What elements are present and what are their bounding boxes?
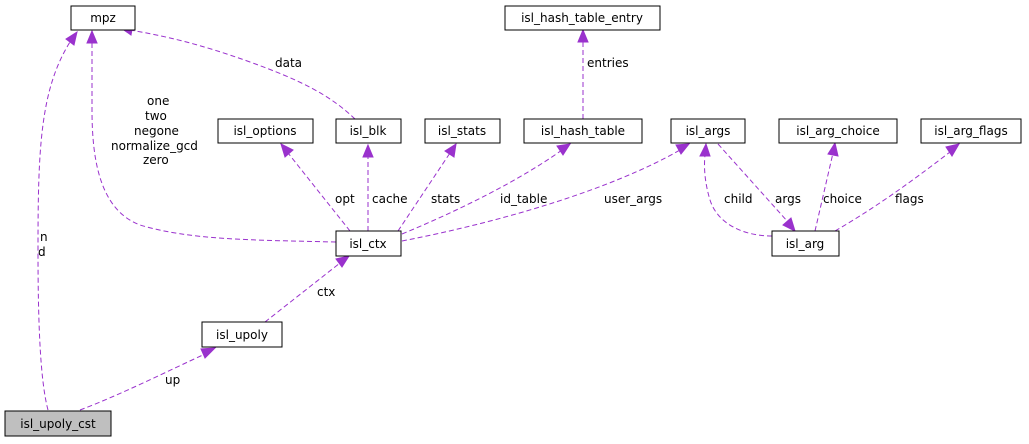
edge-arg-to-choice: choice [814,141,862,232]
edge-label-one: one [147,94,169,108]
node-isl-options[interactable]: isl_options [217,118,314,144]
node-label-isl-upoly-cst: isl_upoly_cst [20,417,96,431]
node-label-isl-hash-table: isl_hash_table [541,124,625,138]
edge-label-child: child [724,192,753,206]
edge-label-args: args [775,192,801,206]
node-label-mpz: mpz [90,11,116,25]
edge-label-stats: stats [431,192,460,206]
edge-label-flags: flags [895,192,924,206]
node-isl-stats[interactable]: isl_stats [424,118,501,144]
node-isl-hash-table[interactable]: isl_hash_table [523,118,643,144]
node-label-isl-arg: isl_arg [786,237,825,251]
node-isl-ctx[interactable]: isl_ctx [335,230,402,257]
edge-label-zero: zero [143,153,169,167]
edge-upoly-cst-to-upoly: up [79,347,217,411]
node-mpz[interactable]: mpz [70,5,136,31]
node-label-isl-blk: isl_blk [350,124,387,138]
edge-label-normalize-gcd: normalize_gcd [111,139,198,153]
edge-label-opt: opt [335,192,355,206]
edge-label-choice: choice [823,192,862,206]
edge-ctx-to-stats: stats [397,142,460,232]
node-isl-args[interactable]: isl_args [670,118,746,144]
edge-label-two: two [145,109,167,123]
edge-label-negone: negone [134,124,179,138]
edge-arg-to-flags: flags [834,143,961,232]
edge-ctx-to-args: user_args [401,143,691,242]
edge-label-n: n [40,230,48,244]
edge-arg-to-args-child: child [699,142,773,237]
node-isl-arg-flags[interactable]: isl_arg_flags [920,118,1022,144]
node-isl-arg-choice[interactable]: isl_arg_choice [778,118,898,144]
edge-label-id-table: id_table [500,192,547,206]
node-label-isl-upoly: isl_upoly [216,328,268,342]
edge-upoly-to-ctx: ctx [264,255,351,323]
node-isl-blk[interactable]: isl_blk [335,118,402,144]
node-label-isl-hash-table-entry: isl_hash_table_entry [521,11,643,25]
node-label-isl-options: isl_options [233,124,296,138]
node-label-isl-ctx: isl_ctx [349,237,386,251]
node-isl-hash-table-entry[interactable]: isl_hash_table_entry [504,5,661,31]
edge-args-to-arg: args [717,143,801,232]
edge-hash-table-to-entry: entries [577,28,629,119]
node-isl-upoly[interactable]: isl_upoly [201,321,283,348]
edge-label-data: data [275,56,302,70]
node-label-isl-arg-flags: isl_arg_flags [934,124,1007,138]
node-label-isl-arg-choice: isl_arg_choice [796,124,879,138]
edge-upoly-cst-to-mpz: n d [37,30,78,411]
edge-label-d: d [38,245,46,259]
edge-label-user-args: user_args [604,192,662,206]
edge-label-cache: cache [372,192,408,206]
edge-ctx-to-mpz: one two negone normalize_gcd zero [86,29,337,243]
edge-label-entries: entries [587,56,629,70]
node-isl-arg[interactable]: isl_arg [771,230,840,257]
edge-ctx-to-blk: cache [362,143,408,231]
edge-ctx-to-hash-table: id_table [401,143,572,235]
node-isl-upoly-cst[interactable]: isl_upoly_cst [4,410,112,437]
edge-label-ctx: ctx [317,285,335,299]
edge-ctx-to-options: opt [280,143,355,232]
node-label-isl-args: isl_args [686,124,731,138]
node-label-isl-stats: isl_stats [438,124,486,138]
edge-label-up: up [165,373,180,387]
